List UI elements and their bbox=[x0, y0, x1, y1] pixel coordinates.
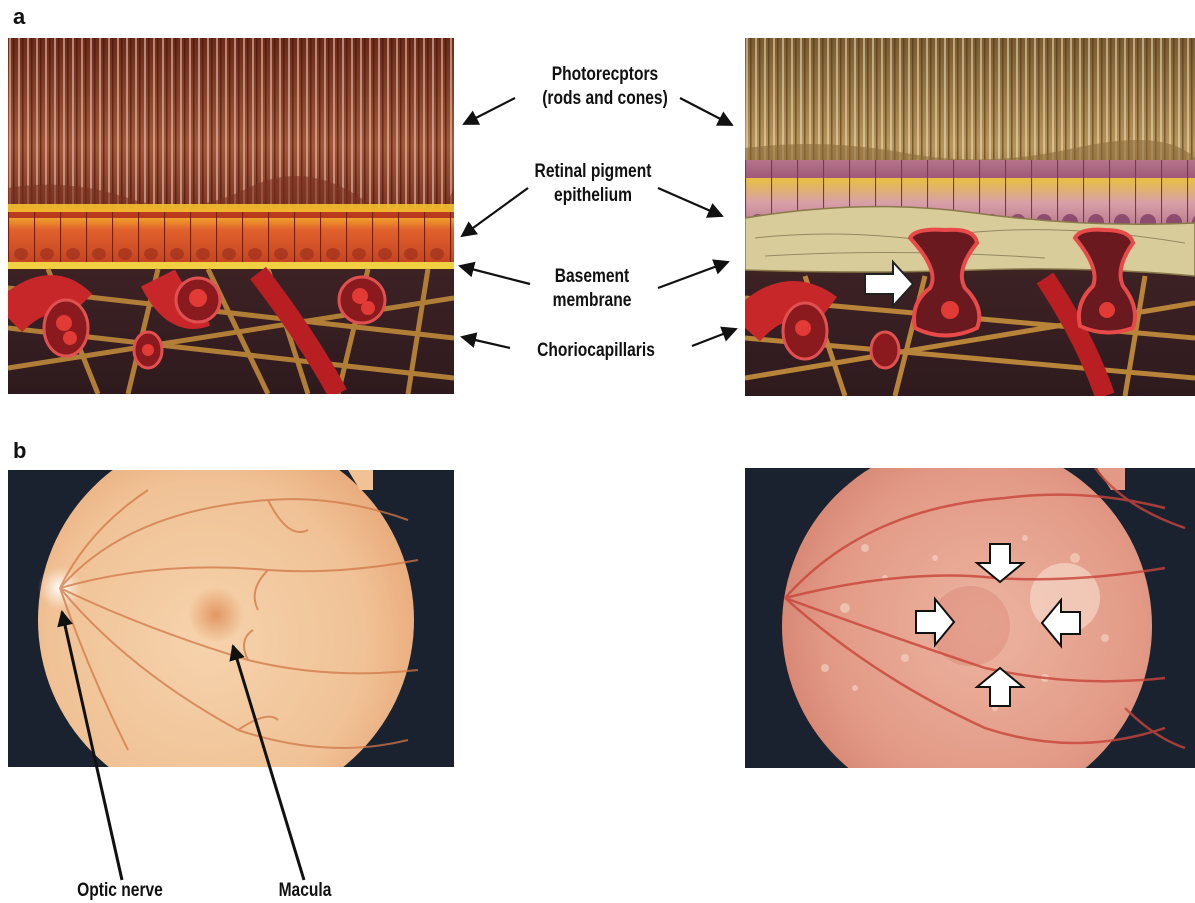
panel-label-b: b bbox=[13, 438, 26, 464]
arrow-photoreceptors-left bbox=[464, 98, 515, 124]
label-rpe-line1: Retinal pigment bbox=[511, 160, 675, 184]
label-macula: Macula bbox=[264, 879, 346, 903]
label-basement-membrane: Basement membrane bbox=[510, 265, 674, 313]
label-choriocapillaris: Choriocapillaris bbox=[514, 339, 678, 363]
label-photoreceptors-line1: Photorecptors bbox=[523, 63, 687, 87]
label-photoreceptors-line2: (rods and cones) bbox=[523, 87, 687, 111]
normal-retina-illustration bbox=[8, 38, 454, 394]
label-basement-line2: membrane bbox=[510, 289, 674, 313]
panel-label-a: a bbox=[13, 4, 25, 30]
label-optic-nerve: Optic nerve bbox=[71, 879, 169, 903]
label-rpe-line2: epithelium bbox=[511, 184, 675, 208]
arrow-choriocapillaris-right bbox=[692, 329, 736, 346]
label-basement-line1: Basement bbox=[510, 265, 674, 289]
amd-retina-illustration bbox=[745, 38, 1195, 396]
normal-fundus-photo bbox=[8, 470, 454, 767]
arrow-photoreceptors-right bbox=[680, 98, 732, 125]
amd-fundus-photo bbox=[745, 468, 1195, 768]
label-rpe: Retinal pigment epithelium bbox=[511, 160, 675, 208]
arrow-choriocapillaris-left bbox=[462, 337, 510, 348]
label-photoreceptors: Photorecptors (rods and cones) bbox=[523, 63, 687, 111]
